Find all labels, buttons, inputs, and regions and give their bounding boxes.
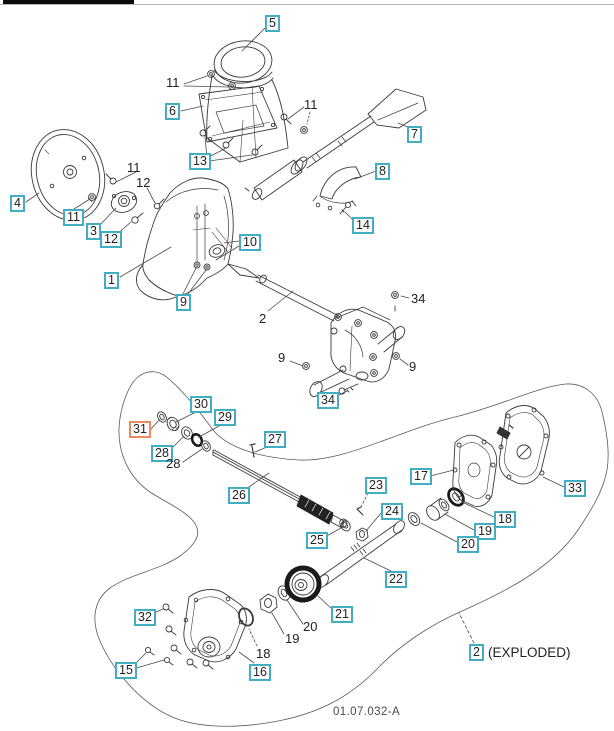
callout-13[interactable]: 13 xyxy=(189,153,211,170)
callout-34-ref: 34 xyxy=(411,291,426,306)
callout-16[interactable]: 16 xyxy=(249,664,271,681)
callout-31[interactable]: 31 xyxy=(129,421,151,438)
exploded-view-note: (EXPLODED) xyxy=(488,645,571,660)
callout-11-ref: 11 xyxy=(127,160,141,175)
callout-26[interactable]: 26 xyxy=(228,487,250,504)
callout-34[interactable]: 34 xyxy=(317,392,339,409)
callout-22[interactable]: 22 xyxy=(385,571,407,588)
callout-33[interactable]: 33 xyxy=(564,480,586,497)
callout-3[interactable]: 3 xyxy=(86,223,101,240)
diagram-caption: 01.07.032-A xyxy=(333,706,401,718)
chute-base-drawing xyxy=(199,38,307,162)
callout-2-ref: 2 xyxy=(259,311,267,326)
callout-28-ref: 28 xyxy=(166,456,181,471)
exploded-region-outline xyxy=(95,372,608,727)
callout-10[interactable]: 10 xyxy=(239,234,261,251)
callout-4[interactable]: 4 xyxy=(10,195,25,212)
callout-21[interactable]: 21 xyxy=(331,606,353,623)
callout-23[interactable]: 23 xyxy=(365,477,387,494)
gearbox-plates-drawing xyxy=(453,406,550,507)
callout-27[interactable]: 27 xyxy=(264,431,286,448)
callout-9[interactable]: 9 xyxy=(176,294,191,311)
callout-25[interactable]: 25 xyxy=(306,532,328,549)
lower-housing-drawing xyxy=(145,568,319,669)
gearbox-drawing xyxy=(303,292,408,399)
callout-24[interactable]: 24 xyxy=(381,503,403,520)
callout-17[interactable]: 17 xyxy=(410,468,432,485)
callout-2[interactable]: 2 xyxy=(469,644,484,661)
callout-5[interactable]: 5 xyxy=(265,15,280,32)
callout-29[interactable]: 29 xyxy=(214,409,236,426)
callout-11[interactable]: 11 xyxy=(63,209,84,226)
callout-8[interactable]: 8 xyxy=(375,163,390,180)
callout-19-ref: 19 xyxy=(285,631,300,646)
callout-18[interactable]: 18 xyxy=(494,511,516,528)
callout-32[interactable]: 32 xyxy=(134,609,156,626)
callout-30[interactable]: 30 xyxy=(190,396,212,413)
callout-19[interactable]: 19 xyxy=(474,523,496,540)
callout-15[interactable]: 15 xyxy=(115,662,137,679)
callout-1[interactable]: 1 xyxy=(104,272,119,289)
callout-28[interactable]: 28 xyxy=(151,445,173,462)
callout-14[interactable]: 14 xyxy=(352,217,374,234)
callout-12-ref: 12 xyxy=(136,175,151,190)
callout-11-ref: 11 xyxy=(166,75,180,90)
callout-20-ref: 20 xyxy=(303,619,318,634)
callout-7[interactable]: 7 xyxy=(407,126,422,143)
callout-6[interactable]: 6 xyxy=(165,103,180,120)
top-border-line xyxy=(0,4,614,5)
callout-12[interactable]: 12 xyxy=(100,231,122,248)
callout-20[interactable]: 20 xyxy=(457,536,479,553)
callout-11-ref: 11 xyxy=(304,97,318,112)
callout-18-ref: 18 xyxy=(256,646,271,661)
hex-shaft-drawing xyxy=(213,444,348,528)
callout-9-ref: 9 xyxy=(409,359,417,374)
top-border-dark-segment xyxy=(3,0,134,4)
callout-9-ref: 9 xyxy=(278,350,286,365)
